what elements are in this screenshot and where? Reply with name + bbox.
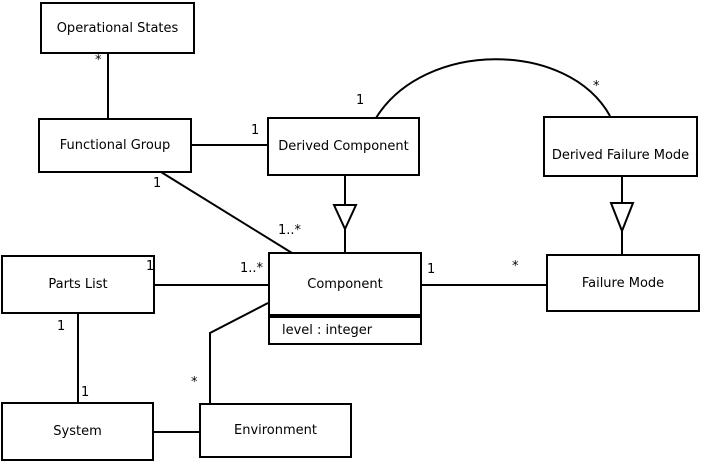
class-box-functional-group: Functional Group bbox=[38, 118, 192, 173]
multiplicity-component-failure-mode: 1 bbox=[427, 262, 436, 277]
multiplicity-operational-states: * bbox=[95, 53, 102, 68]
multiplicity-environment-component: * bbox=[191, 375, 198, 390]
class-name: Functional Group bbox=[59, 138, 171, 153]
class-box-derived-failure-mode: Derived Failure Mode bbox=[543, 116, 698, 177]
class-name: Environment bbox=[233, 423, 317, 438]
multiplicity-parts-list-system-bottom: 1 bbox=[81, 385, 90, 400]
edge-derived-failure-mode-failure-mode-generalization bbox=[609, 176, 635, 255]
generalization-triangle-icon bbox=[609, 202, 635, 234]
multiplicity-derived-component-fg: 1 bbox=[251, 123, 260, 138]
edge-environment-component bbox=[209, 302, 269, 403]
class-box-derived-component: Derived Component bbox=[267, 117, 420, 176]
multiplicity-component-parts-list: 1..* bbox=[240, 261, 264, 276]
class-box-component: Component bbox=[268, 252, 422, 316]
class-attribute-compartment-component: level : integer bbox=[268, 316, 422, 345]
class-name: Component bbox=[307, 276, 383, 292]
multiplicity-arc-derived-failure-mode: * bbox=[593, 79, 600, 94]
class-name: Failure Mode bbox=[581, 275, 665, 291]
class-box-parts-list: Parts List bbox=[1, 255, 155, 314]
multiplicity-failure-mode-component: * bbox=[512, 259, 519, 274]
edge-derived-component-component-generalization bbox=[332, 175, 358, 253]
class-name: Derived Component bbox=[278, 139, 409, 154]
multiplicity-parts-list-component: 1 bbox=[146, 259, 155, 274]
multiplicity-functional-group-component: 1 bbox=[153, 176, 162, 191]
generalization-triangle-icon bbox=[332, 204, 358, 232]
class-name: Operational States bbox=[56, 20, 179, 36]
class-box-environment: Environment bbox=[199, 403, 352, 458]
multiplicity-arc-derived-component: 1 bbox=[356, 93, 365, 108]
class-attribute: level : integer bbox=[282, 323, 373, 338]
class-box-system: System bbox=[1, 402, 154, 461]
class-name: System bbox=[53, 424, 102, 439]
multiplicity-component-functional-group: 1..* bbox=[278, 223, 302, 238]
class-name: Derived Failure Mode bbox=[551, 148, 690, 163]
class-box-operational-states: Operational States bbox=[40, 2, 195, 54]
multiplicity-parts-list-system-top: 1 bbox=[57, 319, 66, 334]
class-box-failure-mode: Failure Mode bbox=[546, 254, 700, 312]
class-name: Parts List bbox=[48, 277, 108, 292]
edge-derived-component-derived-failure-mode-arc bbox=[375, 58, 611, 119]
edge-functional-group-component bbox=[160, 171, 293, 254]
